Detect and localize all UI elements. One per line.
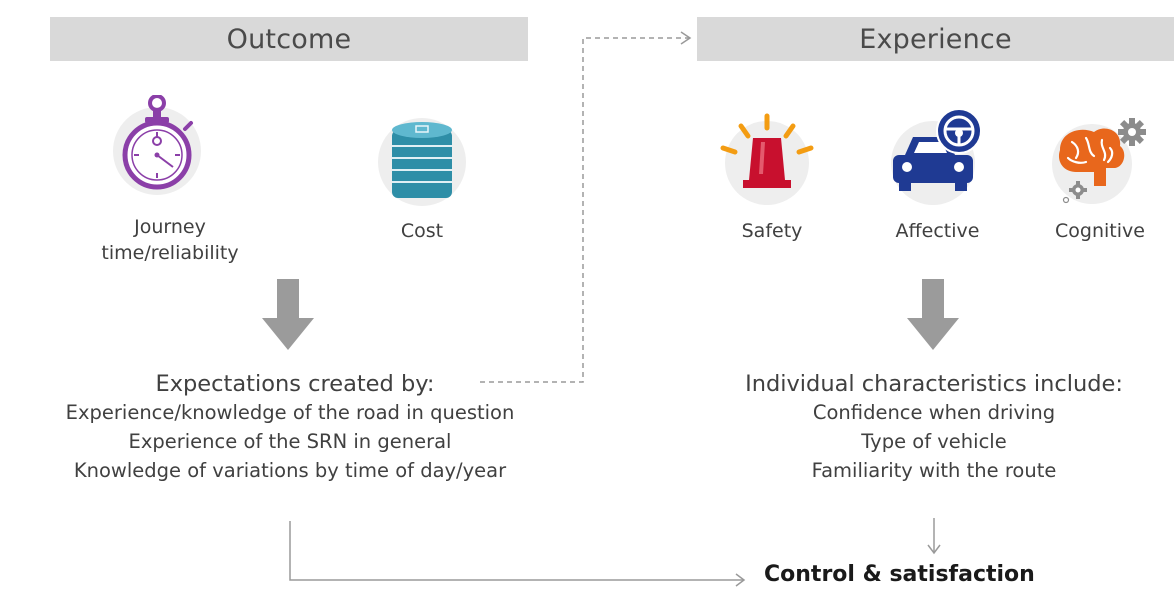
dashed-connector-arrowhead bbox=[680, 31, 692, 45]
characteristics-title: Individual characteristics include: bbox=[745, 371, 1123, 397]
expectations-line-1: Experience/knowledge of the road in ques… bbox=[65, 401, 515, 424]
expectations-to-result-line bbox=[289, 521, 744, 581]
coin-stack-icon bbox=[372, 112, 472, 212]
warning-light-icon bbox=[717, 108, 817, 208]
expectations-block: Expectations created by: Experience/know… bbox=[0, 370, 580, 485]
brain-gears-icon bbox=[1050, 110, 1150, 210]
journey-label: Journey time/reliability bbox=[80, 214, 260, 266]
expectations-line-2: Experience of the SRN in general bbox=[128, 430, 452, 453]
experience-header: Experience bbox=[697, 17, 1174, 61]
expectations-to-result-arrowhead bbox=[735, 573, 746, 587]
outcome-header: Outcome bbox=[50, 17, 528, 61]
affective-label: Affective bbox=[895, 220, 980, 242]
cognitive-label: Cognitive bbox=[1055, 220, 1145, 242]
experience-header-label: Experience bbox=[859, 23, 1012, 55]
expectations-title: Expectations created by: bbox=[155, 371, 435, 397]
experience-down-arrow bbox=[907, 279, 959, 350]
characteristics-to-result-arrowhead bbox=[927, 544, 941, 555]
characteristics-line-1: Confidence when driving bbox=[812, 401, 1056, 424]
expectations-line-3: Knowledge of variations by time of day/y… bbox=[73, 459, 507, 482]
journey-label-line2: time/reliability bbox=[101, 242, 239, 264]
outcome-header-label: Outcome bbox=[226, 23, 352, 55]
outcome-down-arrow bbox=[262, 279, 314, 350]
safety-label: Safety bbox=[741, 220, 803, 242]
characteristics-block: Individual characteristics include: Conf… bbox=[694, 370, 1174, 485]
characteristics-line-2: Type of vehicle bbox=[861, 430, 1007, 453]
dashed-connector bbox=[480, 37, 690, 383]
car-steering-icon bbox=[887, 105, 987, 205]
control-satisfaction-label: Control & satisfaction bbox=[764, 562, 1035, 587]
characteristics-line-3: Familiarity with the route bbox=[811, 459, 1057, 482]
cost-label: Cost bbox=[372, 218, 472, 244]
cost-label-text: Cost bbox=[400, 220, 444, 242]
stopwatch-icon bbox=[105, 94, 205, 195]
journey-label-line1: Journey bbox=[134, 216, 206, 238]
